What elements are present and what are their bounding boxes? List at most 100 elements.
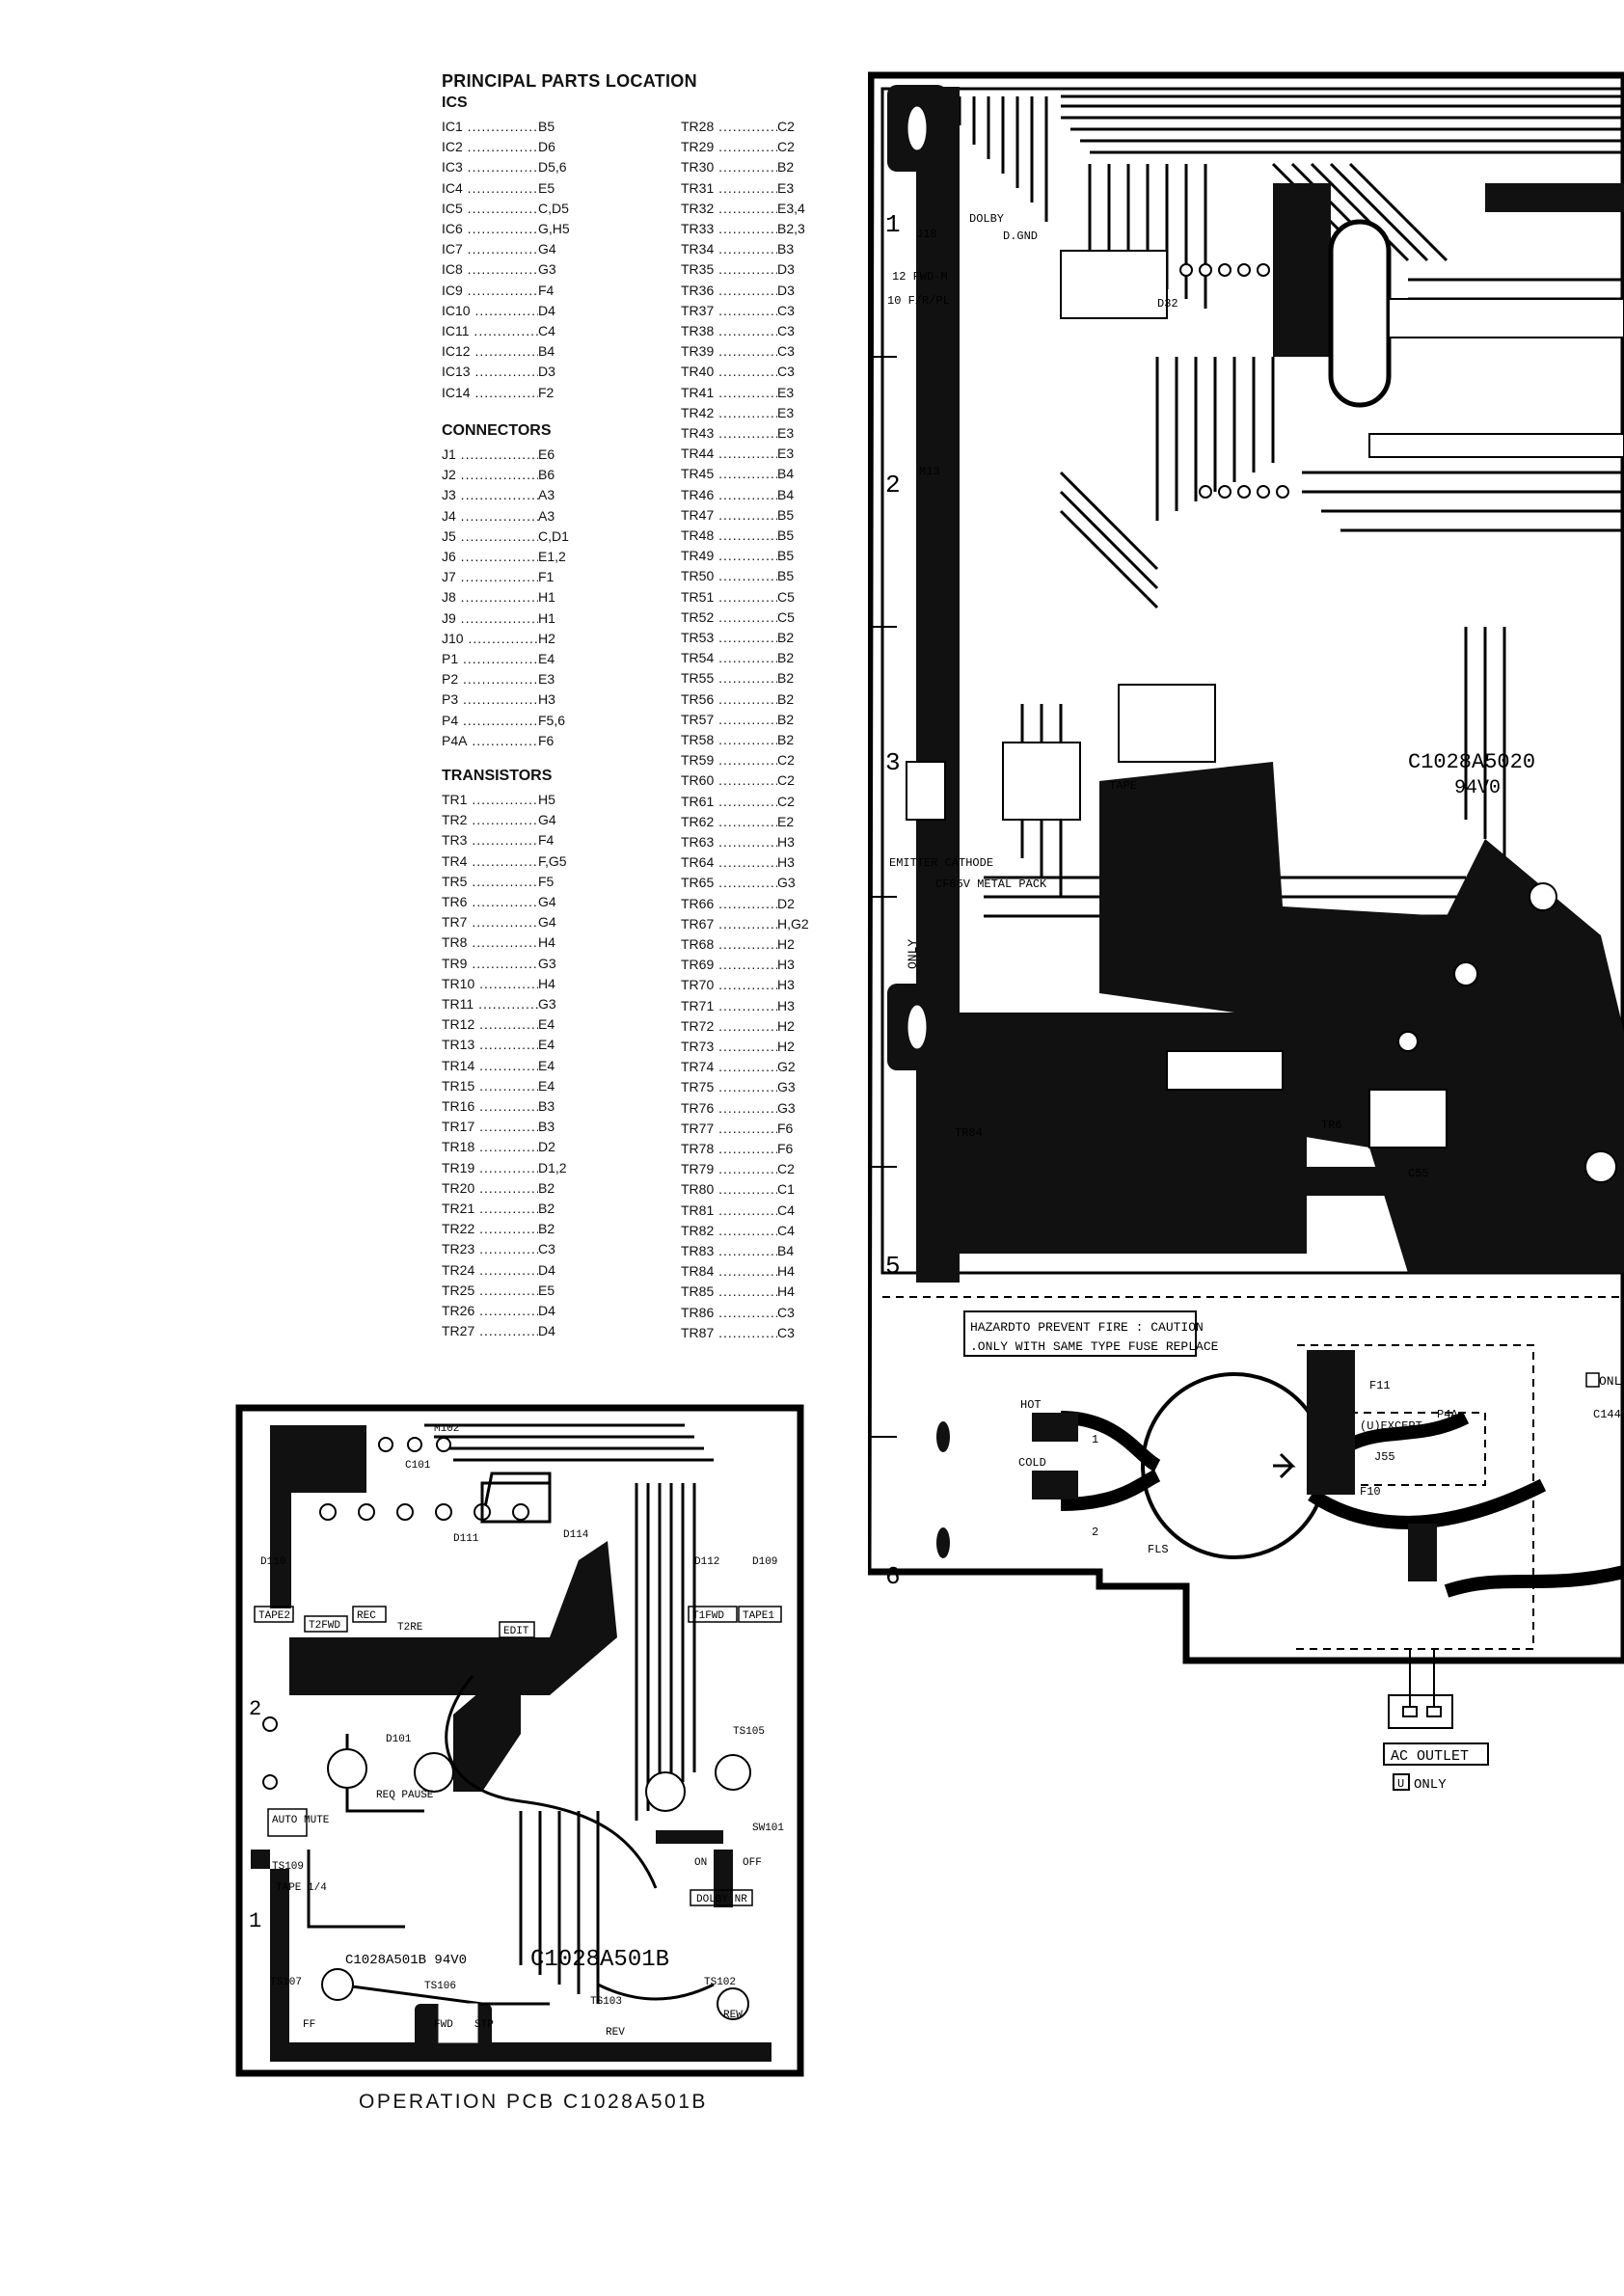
part-id: J2 bbox=[442, 465, 538, 485]
part-row-tr31: TR31E3 bbox=[681, 178, 874, 199]
part-row-tr19: TR19D1,2 bbox=[442, 1158, 635, 1178]
part-id: TR76 bbox=[681, 1098, 777, 1119]
part-location: D3 bbox=[777, 282, 795, 298]
label-j55: J55 bbox=[1374, 1450, 1395, 1464]
part-row-ic11: IC11C4 bbox=[442, 321, 635, 341]
part-location: E4 bbox=[538, 1037, 555, 1053]
part-location: D2 bbox=[538, 1139, 555, 1155]
part-location: G3 bbox=[538, 996, 556, 1012]
part-id: TR44 bbox=[681, 444, 777, 464]
part-row-tr75: TR75G3 bbox=[681, 1077, 874, 1097]
part-id: TR73 bbox=[681, 1037, 777, 1057]
part-id: TR82 bbox=[681, 1221, 777, 1241]
part-id: TR85 bbox=[681, 1282, 777, 1302]
part-location: B2,3 bbox=[777, 221, 805, 236]
label-dolby: DOLBY bbox=[969, 212, 1004, 226]
part-location: E3 bbox=[777, 179, 795, 196]
part-location: C4 bbox=[777, 1202, 795, 1218]
part-location: F6 bbox=[538, 732, 555, 748]
label-hot: HOT bbox=[1020, 1398, 1042, 1412]
part-id: P3 bbox=[442, 689, 538, 710]
op-pads bbox=[262, 1437, 751, 2020]
part-id: TR49 bbox=[681, 546, 777, 566]
part-location: E3 bbox=[777, 446, 795, 462]
part-id: TR45 bbox=[681, 464, 777, 484]
label-far: 10 F/R/PL bbox=[887, 294, 950, 308]
part-id: TR63 bbox=[681, 832, 777, 852]
op-label-tape14: TAPE 1/4 bbox=[276, 1882, 327, 1894]
part-row-tr30: TR30B2 bbox=[681, 157, 874, 177]
op-label-sw101: SW101 bbox=[752, 1823, 784, 1834]
part-location: E6 bbox=[538, 446, 555, 462]
part-location: G4 bbox=[538, 241, 556, 257]
part-location: F5,6 bbox=[538, 712, 566, 728]
part-row-tr15: TR15E4 bbox=[442, 1076, 635, 1096]
part-row-tr14: TR14E4 bbox=[442, 1056, 635, 1076]
ac-only-label: ONLY bbox=[1414, 1777, 1447, 1793]
part-location: B2 bbox=[538, 1201, 555, 1216]
part-row-p3: P3H3 bbox=[442, 689, 635, 710]
op-label-dolby-nr: DOLBY NR bbox=[696, 1894, 747, 1905]
op-label-c101: C101 bbox=[405, 1460, 431, 1472]
part-location: H3 bbox=[777, 977, 795, 993]
part-id: TR42 bbox=[681, 403, 777, 423]
part-row-tr9: TR9G3 bbox=[442, 954, 635, 974]
part-id: TR75 bbox=[681, 1077, 777, 1097]
part-id: TR50 bbox=[681, 566, 777, 586]
part-location: A3 bbox=[538, 507, 555, 524]
label-tr6: TR6 bbox=[1321, 1119, 1342, 1132]
op-window bbox=[438, 2003, 478, 2043]
op-label-ts106: TS106 bbox=[424, 1981, 456, 1992]
connectors-heading: CONNECTORS bbox=[442, 422, 552, 439]
ac-outlet bbox=[1383, 1649, 1489, 1791]
part-row-tr17: TR17B3 bbox=[442, 1117, 635, 1137]
op-label-tape1: TAPE1 bbox=[743, 1610, 774, 1622]
board-outline bbox=[868, 71, 1624, 1664]
part-id: TR43 bbox=[681, 423, 777, 444]
op-row-marker-1: 1 bbox=[249, 1909, 261, 1933]
part-id: TR72 bbox=[681, 1016, 777, 1037]
part-row-tr72: TR72H2 bbox=[681, 1016, 874, 1037]
part-id: TR4 bbox=[442, 851, 538, 872]
part-id: TR51 bbox=[681, 587, 777, 608]
part-location: E2 bbox=[777, 813, 795, 829]
list-heading: PRINCIPAL PARTS LOCATION bbox=[442, 71, 697, 91]
label-num1: 1 bbox=[1092, 1433, 1098, 1446]
part-location: H4 bbox=[777, 1283, 795, 1300]
part-id: TR80 bbox=[681, 1179, 777, 1200]
part-id: TR61 bbox=[681, 792, 777, 812]
part-row-tr29: TR29C2 bbox=[681, 137, 874, 157]
part-location: B5 bbox=[777, 548, 795, 564]
part-row-tr39: TR39C3 bbox=[681, 341, 874, 362]
part-location: F2 bbox=[538, 384, 555, 400]
part-id: TR25 bbox=[442, 1281, 538, 1301]
part-row-tr56: TR56B2 bbox=[681, 689, 874, 710]
part-id: TR36 bbox=[681, 281, 777, 301]
part-id: TR77 bbox=[681, 1119, 777, 1139]
part-id: IC1 bbox=[442, 117, 538, 137]
op-label-t2fwd: T2FWD bbox=[309, 1620, 340, 1632]
part-location: C2 bbox=[777, 1161, 795, 1177]
part-location: C1 bbox=[777, 1181, 795, 1198]
part-row-tr81: TR81C4 bbox=[681, 1201, 874, 1221]
part-location: G4 bbox=[538, 914, 556, 931]
row-markers: 1 2 3 5 6 bbox=[885, 210, 901, 1591]
part-location: H2 bbox=[777, 936, 795, 952]
part-id: TR23 bbox=[442, 1239, 538, 1259]
part-row-tr11: TR11G3 bbox=[442, 994, 635, 1014]
part-location: H3 bbox=[777, 997, 795, 1013]
part-id: TR86 bbox=[681, 1303, 777, 1323]
part-location: D4 bbox=[538, 1261, 555, 1278]
part-id: TR22 bbox=[442, 1219, 538, 1239]
part-location: B4 bbox=[777, 1243, 795, 1258]
part-row-ic14: IC14F2 bbox=[442, 383, 635, 403]
part-row-tr34: TR34B3 bbox=[681, 239, 874, 259]
part-location: B2 bbox=[538, 1179, 555, 1196]
part-row-ic1: IC1B5 bbox=[442, 117, 635, 137]
part-location: F4 bbox=[538, 832, 555, 849]
part-row-j8: J8H1 bbox=[442, 587, 635, 608]
label-f10: F10 bbox=[1360, 1485, 1381, 1499]
part-location: F6 bbox=[777, 1120, 794, 1136]
part-row-tr18: TR18D2 bbox=[442, 1137, 635, 1157]
part-location: C2 bbox=[777, 752, 795, 769]
